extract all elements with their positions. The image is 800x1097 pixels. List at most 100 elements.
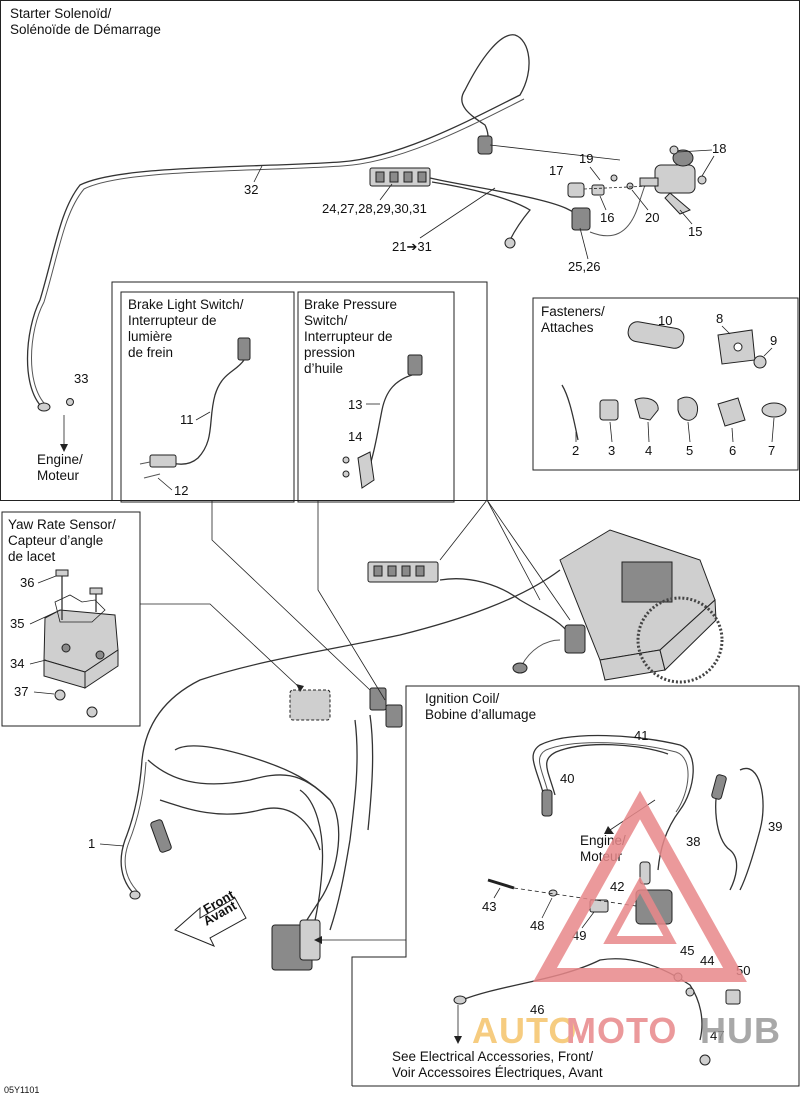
fasteners-title: Fasteners/ Attaches	[541, 304, 605, 335]
svg-text:Capteur d’angle: Capteur d’angle	[8, 533, 103, 548]
svg-text:Ignition Coil/: Ignition Coil/	[425, 691, 500, 706]
brake-switch-outer-frame	[111, 281, 488, 500]
svg-text:9: 9	[770, 333, 777, 348]
svg-text:8: 8	[716, 311, 723, 326]
part-33-nut	[66, 398, 74, 406]
svg-text:42: 42	[610, 879, 624, 894]
main-harness-1	[120, 500, 561, 971]
svg-text:36: 36	[20, 575, 34, 590]
svg-text:HUB: HUB	[700, 1010, 781, 1051]
svg-text:39: 39	[768, 819, 782, 834]
svg-text:37: 37	[14, 684, 28, 699]
svg-text:Interrupteur de: Interrupteur de	[128, 313, 217, 328]
part-16-nut	[591, 184, 605, 196]
yaw-labels: 36 35 34 37	[10, 575, 57, 699]
svg-text:Attaches: Attaches	[541, 320, 594, 335]
svg-text:25,26: 25,26	[568, 259, 601, 274]
label-14: 14	[348, 429, 362, 444]
automotohub-watermark: AUTO MOTO HUB	[472, 790, 781, 1051]
svg-text:17: 17	[549, 163, 563, 178]
svg-text:5: 5	[686, 443, 693, 458]
fastener-labels: 10 8 9 2 3 4 5 6 7	[572, 311, 777, 458]
svg-text:21➔31: 21➔31	[392, 239, 432, 254]
svg-text:Engine/: Engine/	[37, 452, 83, 467]
svg-text:44: 44	[700, 953, 714, 968]
yaw-rate-sensor-title: Yaw Rate Sensor/ Capteur d’angle de lace…	[8, 517, 116, 564]
svg-text:15: 15	[688, 224, 702, 239]
svg-text:33: 33	[74, 371, 88, 386]
svg-text:43: 43	[482, 899, 496, 914]
svg-text:10: 10	[658, 313, 672, 328]
starter-cable-32	[26, 34, 621, 412]
starter-part-labels: 32 24,27,28,29,30,31 21➔31 25,26 17 19 1…	[74, 141, 726, 386]
svg-text:Interrupteur de: Interrupteur de	[304, 329, 393, 344]
label-13: 13	[348, 397, 362, 412]
svg-text:35: 35	[10, 616, 24, 631]
cable-terminal-boot	[477, 135, 493, 155]
svg-text:Brake Pressure: Brake Pressure	[304, 297, 397, 312]
ignition-coil-frame	[351, 685, 800, 1087]
brake-light-switch-title: Brake Light Switch/ Interrupteur de lumi…	[128, 297, 244, 360]
svg-text:38: 38	[686, 834, 700, 849]
svg-text:20: 20	[645, 210, 659, 225]
svg-text:Starter Solenoïd/: Starter Solenoïd/	[10, 6, 112, 21]
svg-text:6: 6	[729, 443, 736, 458]
svg-text:Bobine d’allumage: Bobine d’allumage	[425, 707, 536, 722]
label-12: 12	[174, 483, 188, 498]
svg-text:41: 41	[634, 728, 648, 743]
svg-text:45: 45	[680, 943, 694, 958]
brake-pressure-switch-title: Brake Pressure Switch/ Interrupteur de p…	[304, 297, 397, 376]
yaw-sensor-ghost	[289, 689, 331, 721]
figure-code: 05Y1101	[4, 1085, 39, 1095]
svg-text:4: 4	[645, 443, 652, 458]
svg-text:de frein: de frein	[128, 345, 173, 360]
svg-text:24,27,28,29,30,31: 24,27,28,29,30,31	[322, 201, 427, 216]
starter-solenoid-title: Starter Solenoïd/ Solénoïde de Démarrage	[10, 6, 161, 37]
engine-callout-1: Engine/ Moteur	[37, 452, 83, 483]
svg-text:AUTO: AUTO	[472, 1010, 577, 1051]
brake-light-switch-frame	[120, 291, 295, 503]
svg-text:See Electrical Accessories, Fr: See Electrical Accessories, Front/	[392, 1049, 593, 1064]
svg-text:Yaw Rate Sensor/: Yaw Rate Sensor/	[8, 517, 116, 532]
svg-text:19: 19	[579, 151, 593, 166]
svg-text:Brake Light Switch/: Brake Light Switch/	[128, 297, 244, 312]
svg-text:18: 18	[712, 141, 726, 156]
svg-text:47: 47	[710, 1028, 724, 1043]
svg-text:pression: pression	[304, 345, 355, 360]
fastener-parts	[561, 321, 787, 441]
brake-pressure-switch-frame	[297, 291, 455, 503]
svg-text:d’huile: d’huile	[304, 361, 343, 376]
svg-text:de lacet: de lacet	[8, 549, 56, 564]
svg-text:34: 34	[10, 656, 24, 671]
engine-assembly	[367, 499, 724, 684]
svg-text:Switch/: Switch/	[304, 313, 348, 328]
svg-text:46: 46	[530, 1002, 544, 1017]
svg-text:48: 48	[530, 918, 544, 933]
starter-solenoid-15	[567, 145, 707, 215]
svg-text:Fasteners/: Fasteners/	[541, 304, 605, 319]
warning-triangle-icon	[533, 790, 747, 982]
svg-text:Solénoïde de Démarrage: Solénoïde de Démarrage	[10, 22, 161, 37]
brake-light-switch-11	[139, 337, 251, 479]
svg-text:Moteur: Moteur	[37, 468, 80, 483]
label-1: 1	[88, 836, 95, 851]
fasteners-frame	[532, 297, 799, 471]
part-17-cap	[567, 182, 585, 198]
svg-text:40: 40	[560, 771, 574, 786]
brake-pressure-switch-13	[342, 354, 423, 489]
svg-text:Voir Accessoires Électriques,: Voir Accessoires Électriques, Avant	[392, 1065, 603, 1080]
svg-text:3: 3	[608, 443, 615, 458]
svg-text:32: 32	[244, 182, 258, 197]
see-electrical-accessories-note: See Electrical Accessories, Front/ Voir …	[392, 1049, 603, 1080]
svg-text:7: 7	[768, 443, 775, 458]
starter-harness-24	[369, 167, 646, 249]
svg-text:16: 16	[600, 210, 614, 225]
front-arrow-icon: Front Avant	[174, 887, 247, 947]
svg-text:lumière: lumière	[128, 329, 172, 344]
svg-text:MOTO: MOTO	[566, 1010, 677, 1051]
svg-text:2: 2	[572, 443, 579, 458]
yaw-rate-sensor-34	[43, 569, 119, 718]
yaw-rate-sensor-frame	[1, 511, 141, 727]
label-11: 11	[180, 412, 194, 427]
